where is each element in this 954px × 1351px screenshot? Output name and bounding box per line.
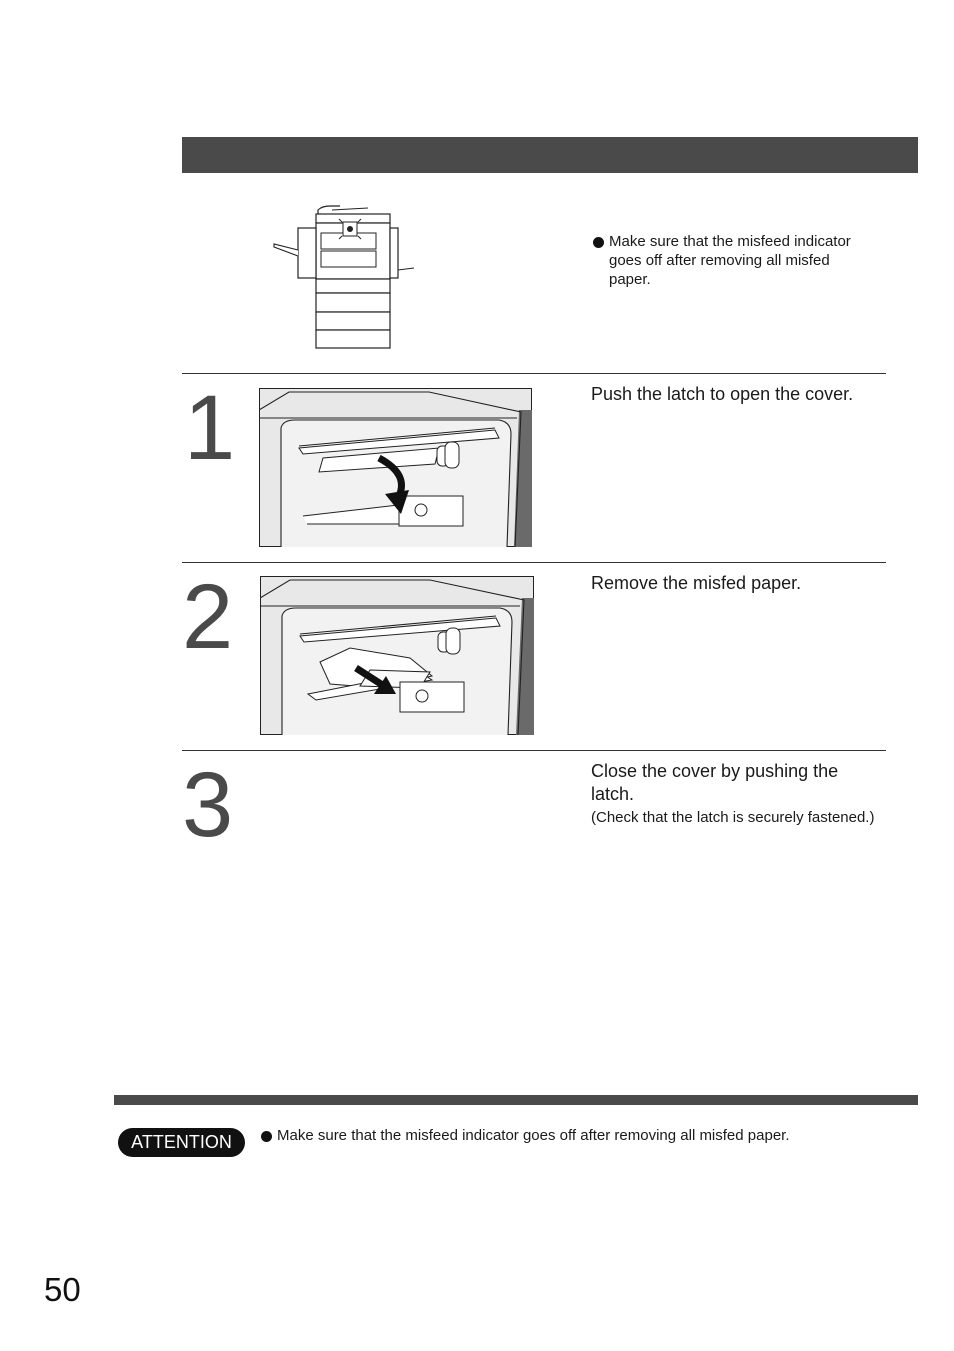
step-3-content: Close the cover by pushing the latch. (C…	[591, 760, 881, 827]
bullet-icon	[593, 237, 604, 248]
page-number: 50	[44, 1271, 81, 1308]
copier-machine-icon	[270, 200, 420, 352]
attention-note: Make sure that the misfeed indicator goe…	[261, 1126, 901, 1145]
overview-note-text: Make sure that the misfeed indicator goe…	[609, 233, 851, 288]
remove-paper-illustration	[260, 576, 535, 736]
step-3-instruction: Close the cover by pushing the latch.	[591, 761, 839, 804]
step-1-instruction: Push the latch to open the cover.	[591, 384, 854, 404]
divider	[182, 750, 886, 751]
attention-badge: ATTENTION	[118, 1128, 245, 1157]
divider	[182, 562, 886, 563]
divider	[182, 373, 886, 374]
section-header-bar	[182, 137, 918, 173]
step-1-number: 1	[184, 377, 235, 479]
attention-separator-bar	[114, 1095, 918, 1105]
step-3-number: 3	[182, 754, 233, 856]
attention-text: Make sure that the misfeed indicator goe…	[277, 1127, 790, 1144]
step-2-instruction: Remove the misfed paper.	[591, 573, 802, 593]
step-2-number: 2	[182, 566, 233, 668]
misfeed-indicator-note: Make sure that the misfeed indicator goe…	[593, 232, 873, 289]
bullet-icon	[261, 1131, 272, 1142]
open-cover-illustration	[259, 388, 533, 548]
step-3-note: (Check that the latch is securely fasten…	[591, 809, 875, 826]
